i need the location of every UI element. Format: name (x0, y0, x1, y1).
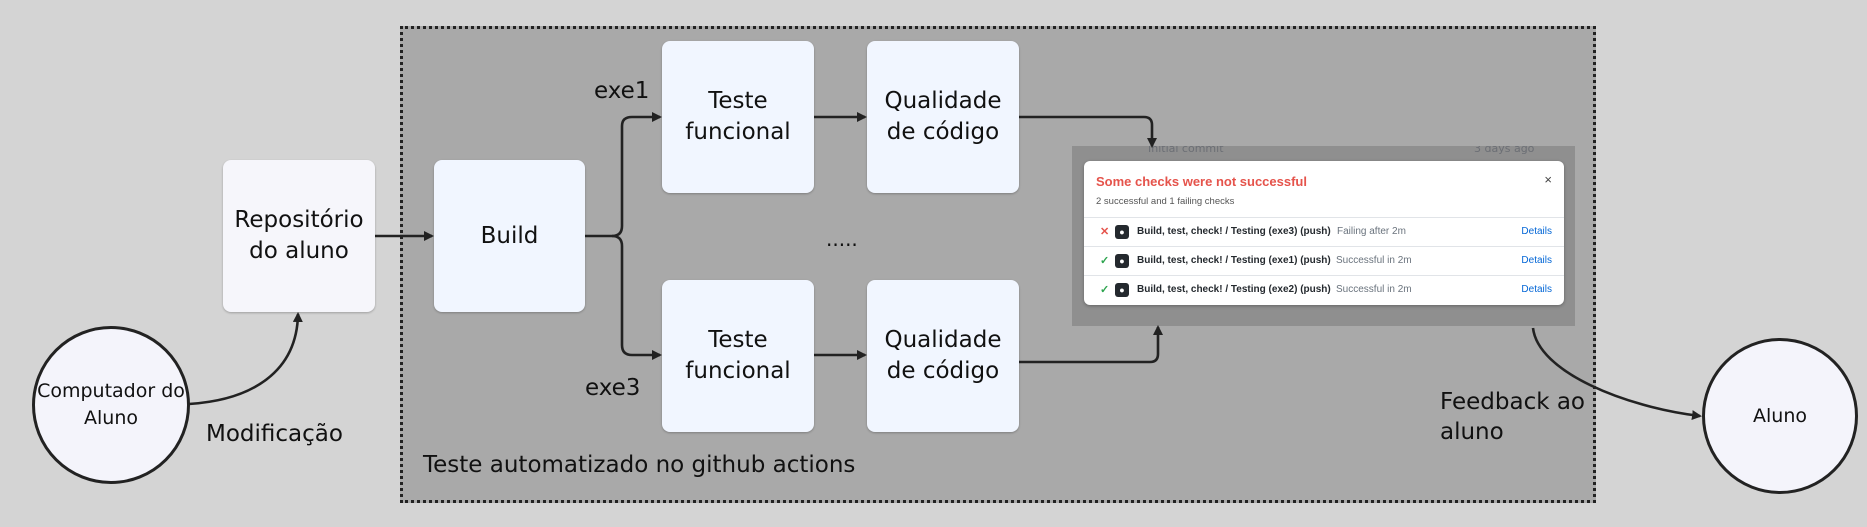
code-quality-top-node: Qualidade de código (867, 41, 1019, 193)
arrow-computer-to-repo (188, 312, 303, 406)
code-quality-bottom-node: Qualidade de código (867, 280, 1019, 432)
popup-subtitle: 2 successful and 1 failing checks (1096, 196, 1235, 207)
check-name: Build, test, check! / Testing (exe3) (pu… (1137, 226, 1331, 237)
details-link[interactable]: Details (1521, 284, 1552, 295)
feedback-label: Feedback ao aluno (1440, 389, 1586, 445)
arrow-build-split-bottom (611, 234, 662, 360)
check-result: Successful in 2m (1336, 255, 1412, 266)
modification-label: Modificação (206, 421, 343, 447)
check-result: Failing after 2m (1337, 226, 1406, 237)
arrow-quality-bottom-to-checks (1019, 325, 1163, 364)
details-link[interactable]: Details (1521, 226, 1552, 237)
popup-title: Some checks were not successful (1096, 174, 1307, 189)
student-computer-node: Computador do Aluno (32, 326, 190, 484)
build-node: Build (434, 160, 585, 312)
checks-popup: Some checks were not successful 2 succes… (1084, 161, 1564, 305)
ellipsis-label: ..... (826, 227, 858, 251)
check-icon: ✓ (1100, 255, 1110, 267)
github-icon: ● (1115, 254, 1129, 268)
check-name: Build, test, check! / Testing (exe2) (pu… (1137, 284, 1331, 295)
functional-test-bottom-node: Teste funcional (662, 280, 814, 432)
check-row-exe3: ✕ ● Build, test, check! / Testing (exe3)… (1084, 217, 1564, 246)
x-icon: ✕ (1100, 226, 1110, 238)
details-link[interactable]: Details (1521, 255, 1552, 266)
exe1-label: exe1 (594, 78, 650, 104)
student-node: Aluno (1702, 338, 1858, 494)
check-row-exe1: ✓ ● Build, test, check! / Testing (exe1)… (1084, 246, 1564, 275)
check-result: Successful in 2m (1336, 284, 1412, 295)
github-icon: ● (1115, 225, 1129, 239)
github-actions-label: Teste automatizado no github actions (423, 452, 856, 478)
commit-age: 3 days ago (1474, 146, 1535, 155)
close-icon[interactable]: × (1544, 172, 1552, 187)
check-name: Build, test, check! / Testing (exe1) (pu… (1137, 255, 1331, 266)
arrow-build-split (585, 112, 662, 238)
functional-test-top-node: Teste funcional (662, 41, 814, 193)
check-row-exe2: ✓ ● Build, test, check! / Testing (exe2)… (1084, 275, 1564, 305)
exe3-label: exe3 (585, 375, 641, 401)
arrow-checks-to-student (1531, 327, 1702, 421)
github-icon: ● (1115, 283, 1129, 297)
arrow-quality-top-to-checks (1019, 115, 1157, 148)
repository-node: Repositório do aluno (223, 160, 375, 312)
check-icon: ✓ (1100, 284, 1110, 296)
commit-message: Initial commit (1148, 146, 1224, 155)
